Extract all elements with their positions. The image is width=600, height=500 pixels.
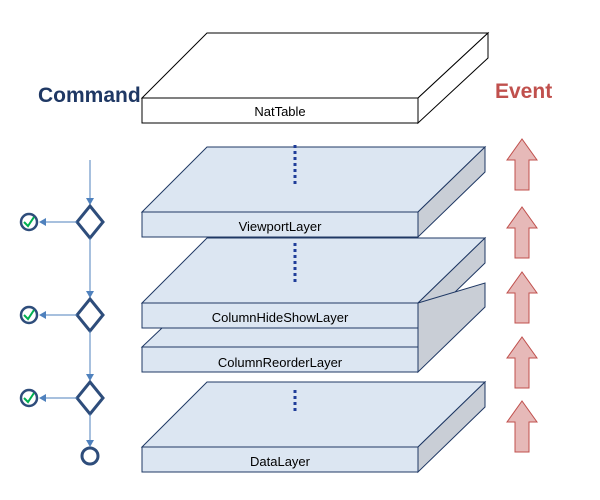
up-arrow-icon <box>506 271 538 324</box>
layer-reorder: ColumnReorderLayer <box>140 282 486 374</box>
diamond-icon <box>75 203 105 241</box>
layer-data-label: DataLayer <box>250 454 311 469</box>
layer-data: DataLayer <box>140 380 487 474</box>
layer-nattable: NatTable <box>140 31 490 125</box>
up-arrow-icon <box>506 400 538 453</box>
terminal-circle-icon <box>80 446 100 466</box>
checkmark-circle-icon <box>19 305 39 325</box>
checkmark-circle-icon <box>19 388 39 408</box>
layer-hideshow-label: ColumnHideShowLayer <box>212 310 349 325</box>
layer-viewport: ViewportLayer <box>140 145 487 239</box>
layer-reorder-top <box>140 327 419 348</box>
layer-nattable-front <box>141 97 419 124</box>
layer-hideshow-front <box>141 302 419 329</box>
event-arrows <box>506 138 538 453</box>
checkmark-circle-icon <box>19 212 39 232</box>
command-flow <box>19 160 105 466</box>
layer-viewport-label: ViewportLayer <box>239 219 323 234</box>
up-arrow-icon <box>506 336 538 389</box>
layer-nattable-label: NatTable <box>254 104 305 119</box>
layer-viewport-front <box>141 211 419 238</box>
layer-reorder-front <box>141 346 419 373</box>
command-heading: Command <box>38 84 141 107</box>
layer-data-front <box>141 446 419 473</box>
up-arrow-icon <box>506 206 538 259</box>
diamond-icon <box>75 296 105 334</box>
event-heading: Event <box>495 80 552 103</box>
up-arrow-icon <box>506 138 538 191</box>
diamond-icon <box>75 379 105 417</box>
layer-reorder-label: ColumnReorderLayer <box>218 355 343 370</box>
